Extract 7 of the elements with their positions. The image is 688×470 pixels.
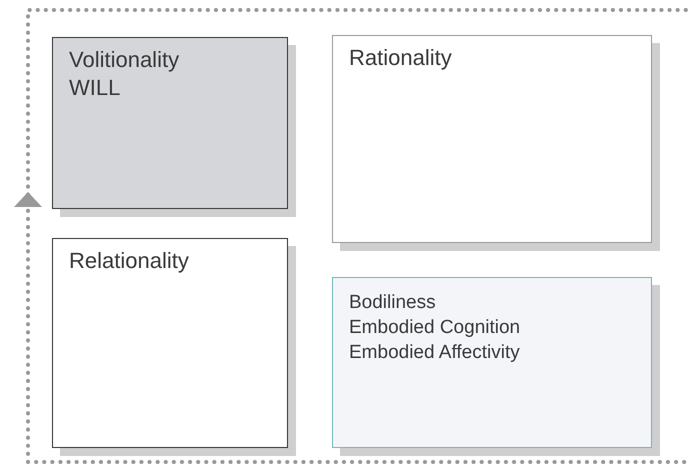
box-label: Relationality [69,247,190,275]
box-label: Embodied Affectivity [349,341,521,365]
box-label: Rationality [349,44,453,72]
box-label: Embodied Cognition [349,316,522,340]
box-label: Volitionality [69,46,180,74]
box-label: Bodiliness [349,291,437,315]
box-label: WILL [69,74,122,102]
